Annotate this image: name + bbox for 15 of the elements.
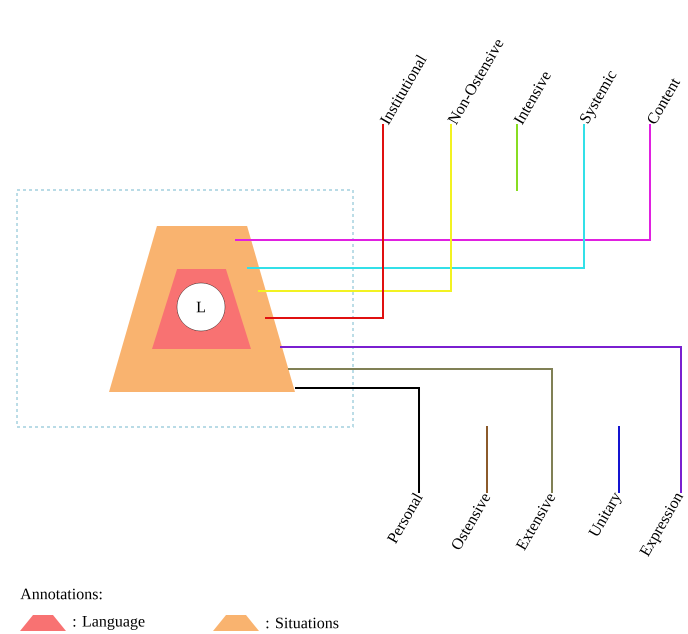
legend-label: : Situations: [266, 618, 338, 628]
legend-label: : Language: [73, 616, 144, 630]
connector-line: [288, 368, 553, 493]
connector-line: [516, 124, 518, 191]
dashed-frame: [16, 189, 354, 428]
connector-line: [235, 124, 651, 241]
connector-line: [295, 387, 420, 493]
annotation-heading: Annotations:: [20, 588, 102, 600]
circle-node: L: [176, 282, 226, 332]
connector-line: [265, 124, 384, 319]
connector-line: [486, 426, 488, 493]
connector-line: [280, 346, 682, 493]
connector-line: [618, 426, 620, 493]
connector-line: [258, 124, 452, 292]
connector-line: [247, 124, 585, 269]
